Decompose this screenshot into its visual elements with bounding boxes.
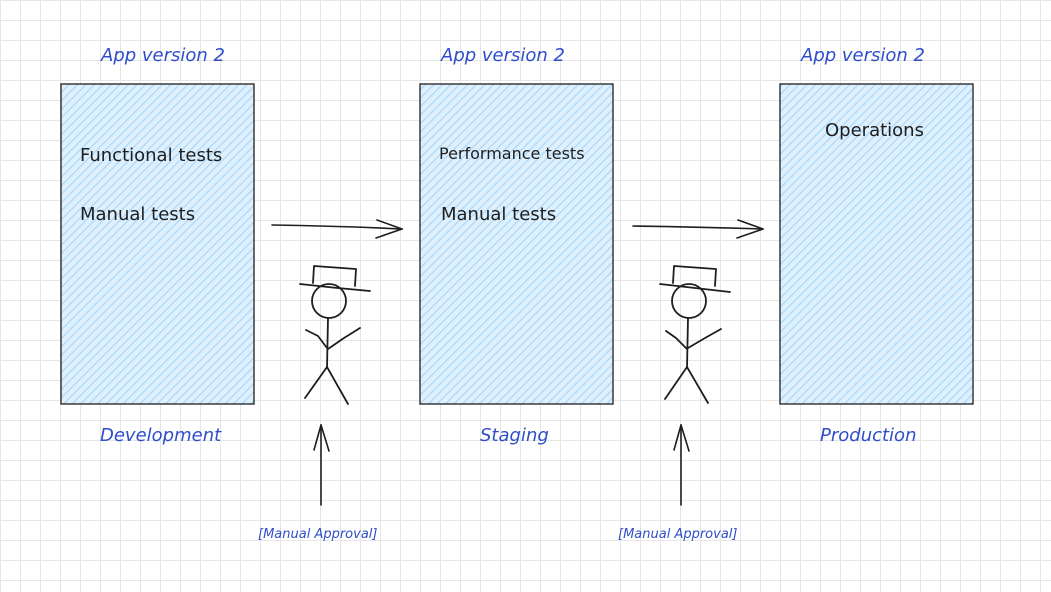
approver-figure-2 <box>659 265 731 404</box>
staging-box <box>419 83 614 405</box>
staging-test-manual: Manual tests <box>441 204 557 225</box>
flow-arrow-dev-to-staging <box>271 219 403 239</box>
development-test-manual: Manual tests <box>80 204 196 225</box>
hat-icon <box>672 265 717 287</box>
development-stage-name: Development <box>100 425 222 446</box>
development-box <box>60 83 255 405</box>
head-icon <box>671 283 707 319</box>
flow-arrow-staging-to-production <box>632 219 764 239</box>
approver-figure-1 <box>299 265 371 405</box>
manual-approval-label-2: [Manual Approval] <box>618 527 738 542</box>
head-icon <box>311 283 347 319</box>
development-test-functional: Functional tests <box>80 145 223 166</box>
production-version-label: App version 2 <box>801 45 925 66</box>
approval-arrow-1 <box>313 424 330 506</box>
approval-arrow-2 <box>673 424 690 506</box>
staging-stage-name: Staging <box>480 425 549 446</box>
manual-approval-label-1: [Manual Approval] <box>258 527 378 542</box>
staging-test-performance: Performance tests <box>439 144 585 163</box>
development-version-label: App version 2 <box>101 45 225 66</box>
production-stage-name: Production <box>820 425 917 446</box>
hat-icon <box>312 265 357 287</box>
production-operations: Operations <box>825 120 924 141</box>
production-box <box>779 83 974 405</box>
staging-version-label: App version 2 <box>441 45 565 66</box>
